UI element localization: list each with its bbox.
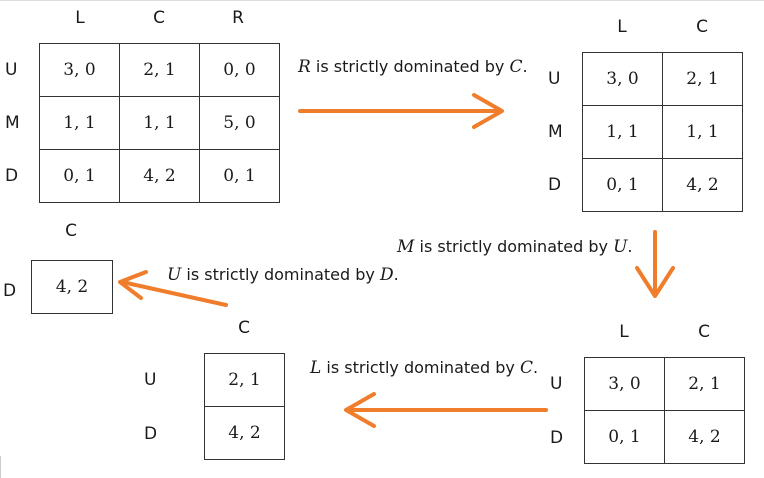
note-end: . <box>627 237 633 256</box>
col-label: L <box>619 322 629 342</box>
payoff-cell: 2, 1 <box>662 52 743 106</box>
col-label: C <box>238 318 250 338</box>
matrix-row: 3, 0 2, 1 <box>582 52 743 106</box>
payoff-cell: 4, 2 <box>31 260 113 314</box>
note-text: is strictly dominated by <box>414 237 614 256</box>
row-label: D <box>550 428 564 448</box>
dominated-strategy: R <box>298 57 311 77</box>
matrix-row: 0, 1 4, 2 0, 1 <box>39 149 280 203</box>
payoff-cell: 3, 0 <box>584 357 665 411</box>
matrix-row: 4, 2 <box>204 406 285 460</box>
dominating-strategy: C <box>519 358 533 378</box>
top-border <box>0 0 764 1</box>
payoff-cell: 1, 1 <box>39 96 120 150</box>
payoff-cell: 4, 2 <box>664 410 745 464</box>
payoff-cell: 1, 1 <box>582 105 663 159</box>
step-note-3: L is strictly dominated by C. <box>310 358 538 378</box>
left-edge-mark <box>0 456 1 478</box>
payoff-cell: 4, 2 <box>119 149 200 203</box>
arrow-up-left <box>118 270 228 307</box>
col-label: C <box>153 8 165 28</box>
dominating-strategy: U <box>613 237 628 257</box>
payoff-cell: 5, 0 <box>199 96 280 150</box>
row-label: D <box>5 166 19 186</box>
matrix-row: 1, 1 1, 1 <box>582 105 743 159</box>
matrix-row: 3, 0 2, 1 0, 0 <box>39 43 280 97</box>
payoff-cell: 1, 1 <box>662 105 743 159</box>
row-label: U <box>548 69 561 89</box>
arrow-right <box>298 93 504 129</box>
dominating-strategy: D <box>379 265 394 285</box>
payoff-matrix-3: 3, 0 2, 1 0, 1 4, 2 <box>584 357 745 464</box>
payoff-cell: 0, 1 <box>39 149 120 203</box>
note-end: . <box>532 358 539 377</box>
dominated-strategy: U <box>167 265 182 285</box>
row-label: M <box>548 122 563 142</box>
payoff-cell: 0, 1 <box>199 149 280 203</box>
payoff-cell: 1, 1 <box>119 96 200 150</box>
matrix-row: 3, 0 2, 1 <box>584 357 745 411</box>
step-note-2: M is strictly dominated by U. <box>397 237 633 257</box>
matrix-row: 4, 2 <box>31 260 113 314</box>
note-text: is strictly dominated by <box>321 358 520 377</box>
row-label: U <box>550 374 563 394</box>
payoff-matrix-2: 3, 0 2, 1 1, 1 1, 1 0, 1 4, 2 <box>582 52 743 212</box>
col-label: L <box>617 17 627 37</box>
note-end: . <box>393 265 399 284</box>
arrow-left-lower <box>344 392 548 428</box>
payoff-cell: 0, 1 <box>582 158 663 212</box>
dominating-strategy: C <box>509 57 523 77</box>
note-text: is strictly dominated by <box>310 57 510 76</box>
payoff-cell: 4, 2 <box>662 158 743 212</box>
col-label: C <box>65 221 77 241</box>
col-label: L <box>75 8 85 28</box>
matrix-row: 0, 1 4, 2 <box>584 410 745 464</box>
payoff-cell: 2, 1 <box>664 357 745 411</box>
matrix-row: 2, 1 <box>204 353 285 407</box>
note-text: is strictly dominated by <box>181 265 380 284</box>
row-label: U <box>144 370 157 390</box>
payoff-cell: 3, 0 <box>582 52 663 106</box>
matrix-row: 0, 1 4, 2 <box>582 158 743 212</box>
row-label: U <box>5 60 18 80</box>
payoff-matrix-1: 3, 0 2, 1 0, 0 1, 1 1, 1 5, 0 0, 1 4, 2 … <box>39 43 280 203</box>
payoff-matrix-5: 4, 2 <box>31 260 113 314</box>
payoff-cell: 0, 0 <box>199 43 280 97</box>
col-label: C <box>696 17 708 37</box>
row-label: D <box>3 281 17 301</box>
payoff-cell: 2, 1 <box>204 353 285 407</box>
row-label: D <box>144 424 158 444</box>
payoff-cell: 0, 1 <box>584 410 665 464</box>
col-label: C <box>698 322 710 342</box>
payoff-cell: 3, 0 <box>39 43 120 97</box>
payoff-matrix-4: 2, 1 4, 2 <box>204 353 285 460</box>
payoff-cell: 4, 2 <box>204 406 285 460</box>
dominated-strategy: L <box>310 358 322 378</box>
row-label: D <box>548 175 562 195</box>
step-note-4: U is strictly dominated by D. <box>167 265 399 285</box>
col-label: R <box>232 8 244 28</box>
step-note-1: R is strictly dominated by C. <box>298 57 528 77</box>
row-label: M <box>5 113 20 133</box>
matrix-row: 1, 1 1, 1 5, 0 <box>39 96 280 150</box>
arrow-down <box>635 230 675 298</box>
note-end: . <box>522 57 528 76</box>
dominated-strategy: M <box>397 237 415 257</box>
